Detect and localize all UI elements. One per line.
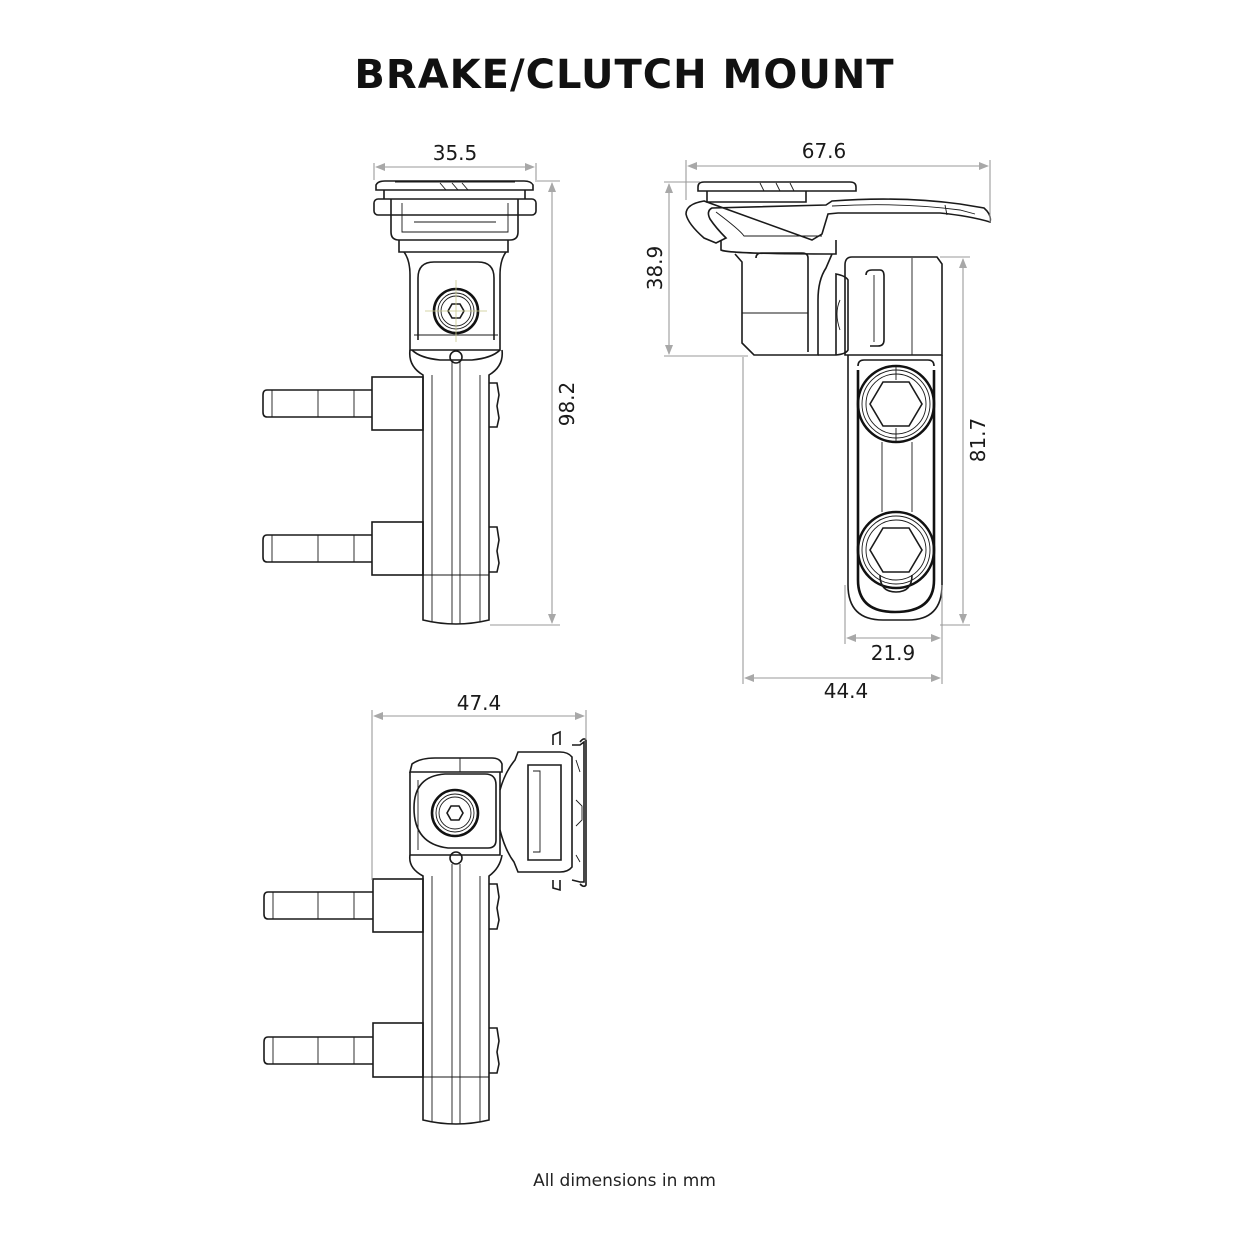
front-column — [408, 349, 504, 625]
side-width-dimension: 67.6 — [685, 139, 991, 222]
side-head — [720, 240, 849, 356]
front-pin-lower — [262, 521, 500, 576]
side-body-width-dimension: 44.4 — [742, 357, 943, 703]
front-height-label: 98.2 — [555, 382, 579, 427]
units-footnote: All dimensions in mm — [533, 1171, 716, 1191]
rotated-column — [408, 854, 503, 1125]
side-clamp-body — [844, 256, 943, 621]
side-lever — [685, 198, 992, 244]
front-width-label: 35.5 — [433, 141, 478, 165]
front-pin-upper — [262, 376, 500, 431]
rotated-pin-lower — [263, 1022, 500, 1078]
side-body-height-dimension: 81.7 — [940, 256, 990, 626]
rotated-view: 47.4 — [263, 691, 587, 1125]
front-view: 35.5 98.2 — [262, 141, 579, 626]
rotated-hinge — [408, 757, 503, 865]
side-view: 67.6 38.9 81.7 21.9 44.4 — [643, 139, 992, 703]
side-clamp-width-dimension: 21.9 — [844, 585, 943, 665]
side-bolt-lower — [856, 510, 936, 593]
drawing-title: BRAKE/CLUTCH MOUNT — [354, 52, 895, 98]
side-width-label: 67.6 — [802, 139, 847, 163]
side-bolt-upper — [856, 364, 936, 512]
side-body-width-label: 44.4 — [824, 679, 869, 703]
front-adapter-plate — [373, 180, 537, 241]
side-adapter-plate — [697, 181, 857, 203]
front-width-dimension: 35.5 — [373, 141, 537, 180]
side-body-height-label: 81.7 — [966, 418, 990, 463]
rotated-width-dimension: 47.4 — [371, 691, 587, 880]
rotated-adapter — [499, 730, 587, 892]
side-clamp-width-label: 21.9 — [871, 641, 916, 665]
side-head-height-label: 38.9 — [643, 246, 667, 291]
rotated-pin-upper — [263, 878, 500, 933]
side-head-height-dimension: 38.9 — [643, 181, 748, 357]
front-neck — [398, 240, 509, 253]
front-hinge — [411, 261, 501, 364]
rotated-width-label: 47.4 — [457, 691, 502, 715]
front-height-dimension: 98.2 — [490, 180, 579, 626]
